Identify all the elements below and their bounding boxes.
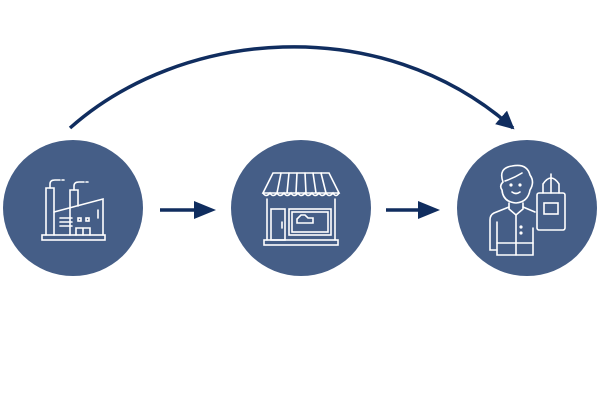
factory-node	[3, 140, 143, 276]
curved-arrow-factory-to-consumer	[68, 45, 515, 130]
arrow-factory-to-store	[160, 201, 216, 219]
factory-icon	[41, 179, 106, 241]
store-icon	[261, 172, 341, 246]
consumer-with-bag-icon	[489, 164, 566, 256]
store-node	[231, 140, 371, 276]
arrow-store-to-consumer	[386, 201, 440, 219]
